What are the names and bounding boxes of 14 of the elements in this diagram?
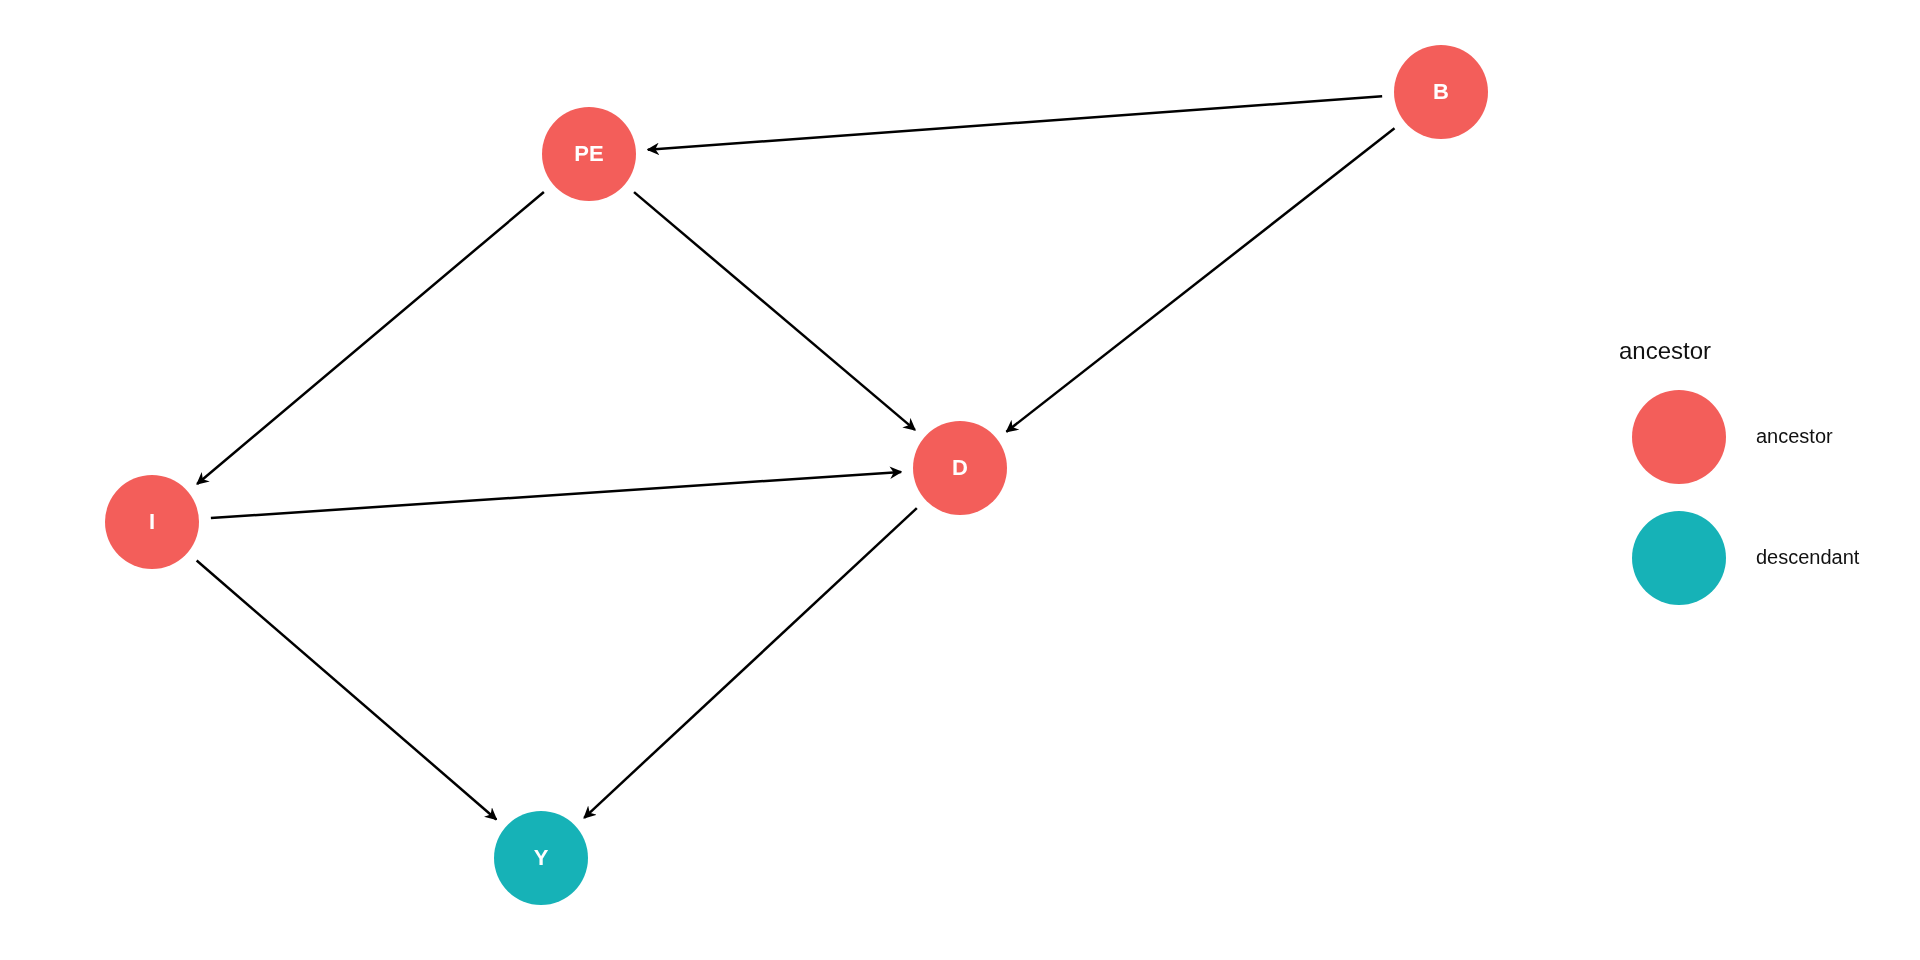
legend-label: descendant	[1756, 546, 1860, 569]
node-label: D	[952, 455, 968, 481]
arrow	[583, 507, 918, 819]
arrow	[196, 191, 545, 485]
node-label: Y	[533, 845, 549, 871]
node-label: I	[148, 509, 156, 535]
arrow	[1005, 127, 1396, 433]
node-label: PE	[574, 141, 604, 167]
node-label: B	[1433, 79, 1449, 105]
legend-label: ancestor	[1756, 425, 1833, 448]
legend-title: ancestor	[1619, 337, 1712, 365]
arrow	[633, 191, 916, 431]
arrow	[646, 95, 1383, 156]
arrow	[195, 559, 498, 821]
